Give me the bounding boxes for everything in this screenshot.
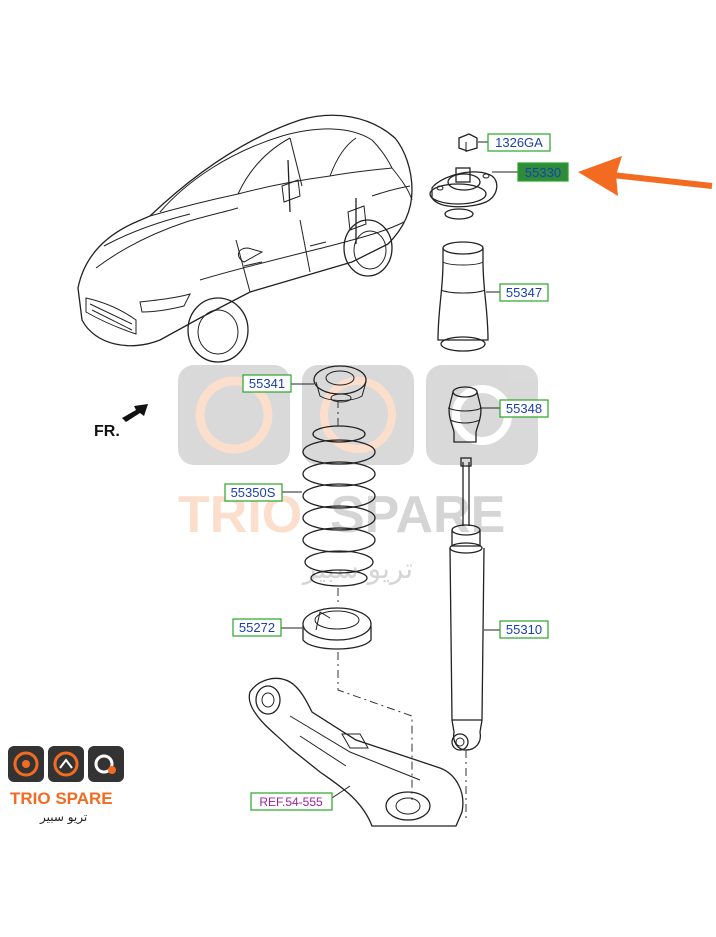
front-arrow-icon xyxy=(122,404,148,422)
label-55347-text: 55347 xyxy=(506,285,542,300)
label-55330[interactable]: 55330 xyxy=(517,162,569,182)
label-1326GA[interactable]: 1326GA xyxy=(487,133,551,152)
label-55347[interactable]: 55347 xyxy=(499,283,549,302)
label-1326GA-text: 1326GA xyxy=(495,135,543,150)
watermark-arabic: تريو سبير xyxy=(301,552,413,585)
label-55310-text: 55310 xyxy=(506,622,542,637)
label-55310[interactable]: 55310 xyxy=(499,620,549,639)
nut-part xyxy=(458,133,488,152)
brand-logo: TRIO SPARE تريو سبير xyxy=(8,746,124,825)
label-55350S-text: 55350S xyxy=(231,485,276,500)
label-ref[interactable]: REF.54-555 xyxy=(250,792,333,811)
front-direction-label: FR. xyxy=(94,423,120,440)
label-55341-text: 55341 xyxy=(249,376,285,391)
label-55350S[interactable]: 55350S xyxy=(224,483,283,502)
label-ref-text: REF.54-555 xyxy=(259,795,323,809)
upper-spring-pad-part xyxy=(291,365,367,403)
highlight-arrow-icon xyxy=(578,156,713,196)
watermark-brand-right: SPARE xyxy=(330,486,505,544)
logo-brand-text: TRIO SPARE xyxy=(10,789,113,808)
label-55272[interactable]: 55272 xyxy=(232,618,282,637)
dust-cover-part xyxy=(437,241,500,352)
mount-part xyxy=(429,167,518,220)
label-55348[interactable]: 55348 xyxy=(499,399,549,418)
coil-spring-part xyxy=(282,425,376,587)
lower-arm-part xyxy=(248,677,464,827)
label-55330-text: 55330 xyxy=(525,165,561,180)
bump-stopper-part xyxy=(447,386,500,443)
logo-arabic-text: تريو سبير xyxy=(39,810,87,825)
car-illustration xyxy=(77,114,413,363)
label-55272-text: 55272 xyxy=(239,620,275,635)
front-direction: FR. xyxy=(94,404,148,440)
lower-spring-pad-part xyxy=(281,607,372,650)
center-lines xyxy=(337,400,467,820)
label-55348-text: 55348 xyxy=(506,401,542,416)
label-55341[interactable]: 55341 xyxy=(242,374,292,393)
